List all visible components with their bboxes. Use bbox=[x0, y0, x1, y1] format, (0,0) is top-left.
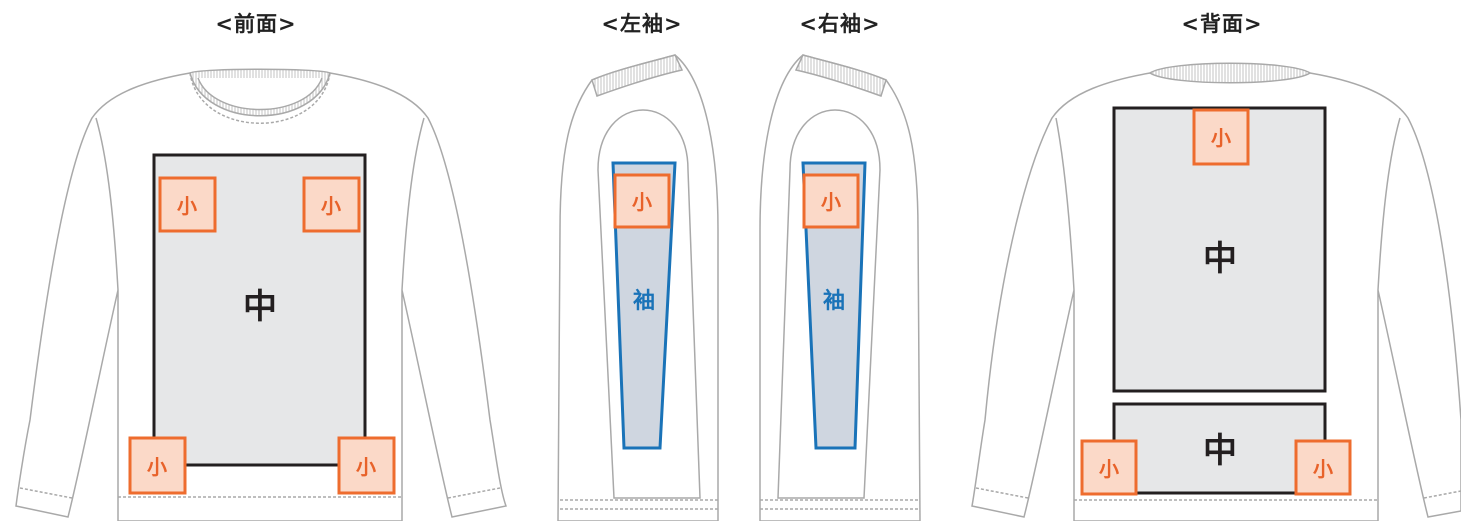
right-sleeve-label: 袖 bbox=[823, 288, 845, 314]
left-sleeve-print-area bbox=[611, 161, 677, 450]
back-medium-label-upper: 中 bbox=[1203, 239, 1237, 279]
back-medium-label-lower: 中 bbox=[1203, 431, 1237, 471]
small-label: 小 bbox=[356, 455, 376, 479]
front-small-top-right: 小 bbox=[302, 176, 361, 233]
small-label: 小 bbox=[147, 455, 167, 479]
small-label: 小 bbox=[632, 190, 652, 214]
right-sleeve-view-title: <右袖> bbox=[799, 12, 881, 36]
left-sleeve-label: 袖 bbox=[633, 288, 655, 314]
right-sleeve-small: 小 bbox=[802, 173, 860, 229]
front-small-top-left: 小 bbox=[158, 176, 217, 233]
small-label: 小 bbox=[321, 194, 341, 218]
back-view-title: <背面> bbox=[1181, 12, 1263, 36]
left-sleeve-small: 小 bbox=[613, 173, 671, 229]
front-medium-label: 中 bbox=[243, 287, 277, 327]
small-label: 小 bbox=[1313, 457, 1333, 481]
back-medium-area-lower bbox=[1112, 402, 1327, 495]
back-small-bottom-left: 小 bbox=[1080, 439, 1138, 496]
left-sleeve-view-title: <左袖> bbox=[601, 12, 683, 36]
back-small-bottom-right: 小 bbox=[1294, 439, 1352, 496]
small-label: 小 bbox=[177, 194, 197, 218]
back-small-top: 小 bbox=[1192, 108, 1250, 166]
small-label: 小 bbox=[1211, 126, 1231, 150]
right-sleeve-print-area bbox=[801, 161, 867, 450]
front-small-bottom-left: 小 bbox=[128, 436, 187, 495]
small-label: 小 bbox=[1099, 457, 1119, 481]
small-label: 小 bbox=[821, 190, 841, 214]
front-small-bottom-right: 小 bbox=[337, 436, 396, 495]
front-view-title: <前面> bbox=[215, 12, 297, 36]
